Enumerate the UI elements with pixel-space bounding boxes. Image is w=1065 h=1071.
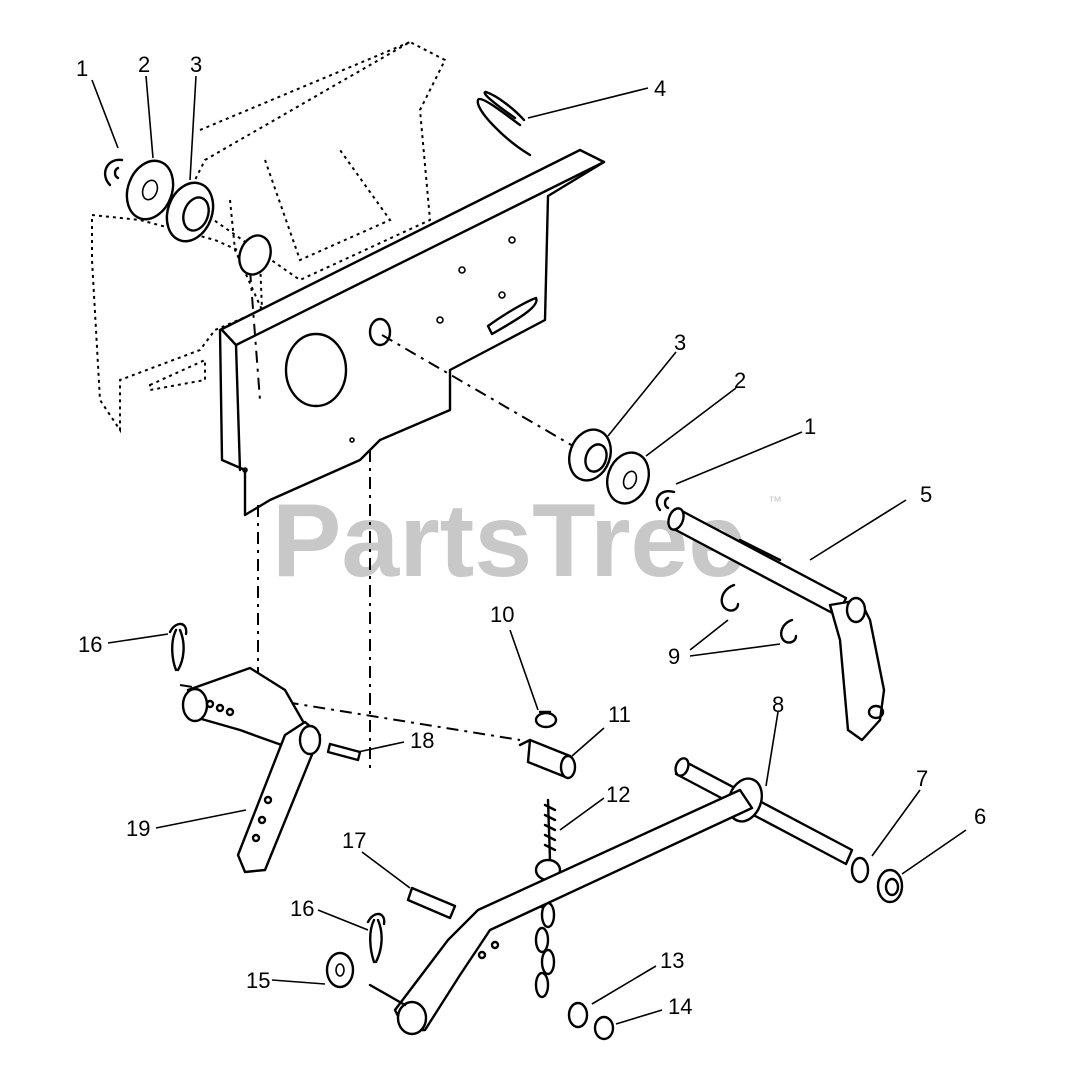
callout-14: 14 bbox=[668, 994, 692, 1019]
callout-labels: 1 2 3 4 3 2 1 5 9 10 11 8 7 6 16 18 19 1… bbox=[76, 52, 986, 1019]
part-2-washer bbox=[606, 451, 650, 505]
callout-1-upper: 1 bbox=[76, 56, 88, 81]
frame-plate bbox=[218, 148, 606, 517]
callout-16-lower: 16 bbox=[290, 896, 314, 921]
callout-9: 9 bbox=[668, 644, 680, 669]
callout-2-right: 2 bbox=[734, 368, 746, 393]
part-6-nut bbox=[876, 868, 904, 904]
callout-18: 18 bbox=[410, 728, 434, 753]
part-9-clips bbox=[720, 583, 798, 644]
part-4-ring bbox=[476, 90, 532, 157]
part-13-washer bbox=[567, 1001, 589, 1029]
part-11-trunnion bbox=[518, 738, 577, 780]
upper-left-hardware bbox=[103, 158, 272, 276]
part-7-washer bbox=[850, 856, 870, 884]
callout-7: 7 bbox=[916, 766, 928, 791]
callout-19: 19 bbox=[126, 816, 150, 841]
leader-lines bbox=[91, 75, 967, 1025]
callout-2-upper: 2 bbox=[138, 52, 150, 77]
part-19-lift-arm bbox=[181, 666, 322, 874]
callout-4: 4 bbox=[654, 76, 666, 101]
part-10-nut bbox=[534, 710, 558, 729]
part-14-nut bbox=[593, 1015, 615, 1041]
callout-11: 11 bbox=[608, 702, 631, 727]
part-1-e-clip-upper bbox=[103, 158, 124, 187]
watermark-text: PartsTree bbox=[272, 483, 746, 599]
part-5-lift-shaft bbox=[667, 507, 886, 742]
part-15-washer bbox=[325, 951, 407, 1007]
part-16-cotter-pins bbox=[168, 622, 386, 964]
callout-5: 5 bbox=[920, 482, 932, 507]
part-8-lever bbox=[393, 757, 854, 1036]
frame-hole bbox=[284, 332, 348, 408]
callout-3-right: 3 bbox=[674, 330, 686, 355]
part-1-e-clip bbox=[655, 490, 676, 512]
part-2-washer-upper bbox=[125, 159, 175, 221]
callout-16-upper: 16 bbox=[78, 632, 102, 657]
watermark-trademark: ™ bbox=[768, 493, 782, 509]
callout-8: 8 bbox=[772, 692, 784, 717]
callout-1-right: 1 bbox=[804, 414, 816, 439]
callout-17: 17 bbox=[342, 828, 366, 853]
part-17-bolt bbox=[406, 886, 457, 920]
callout-6: 6 bbox=[974, 804, 986, 829]
callout-15: 15 bbox=[246, 968, 270, 993]
callout-12: 12 bbox=[606, 782, 630, 807]
callout-3-upper: 3 bbox=[190, 52, 202, 77]
part-18-pin bbox=[326, 742, 362, 762]
right-hardware bbox=[568, 428, 676, 512]
callout-13: 13 bbox=[660, 948, 684, 973]
callout-10: 10 bbox=[490, 602, 514, 627]
